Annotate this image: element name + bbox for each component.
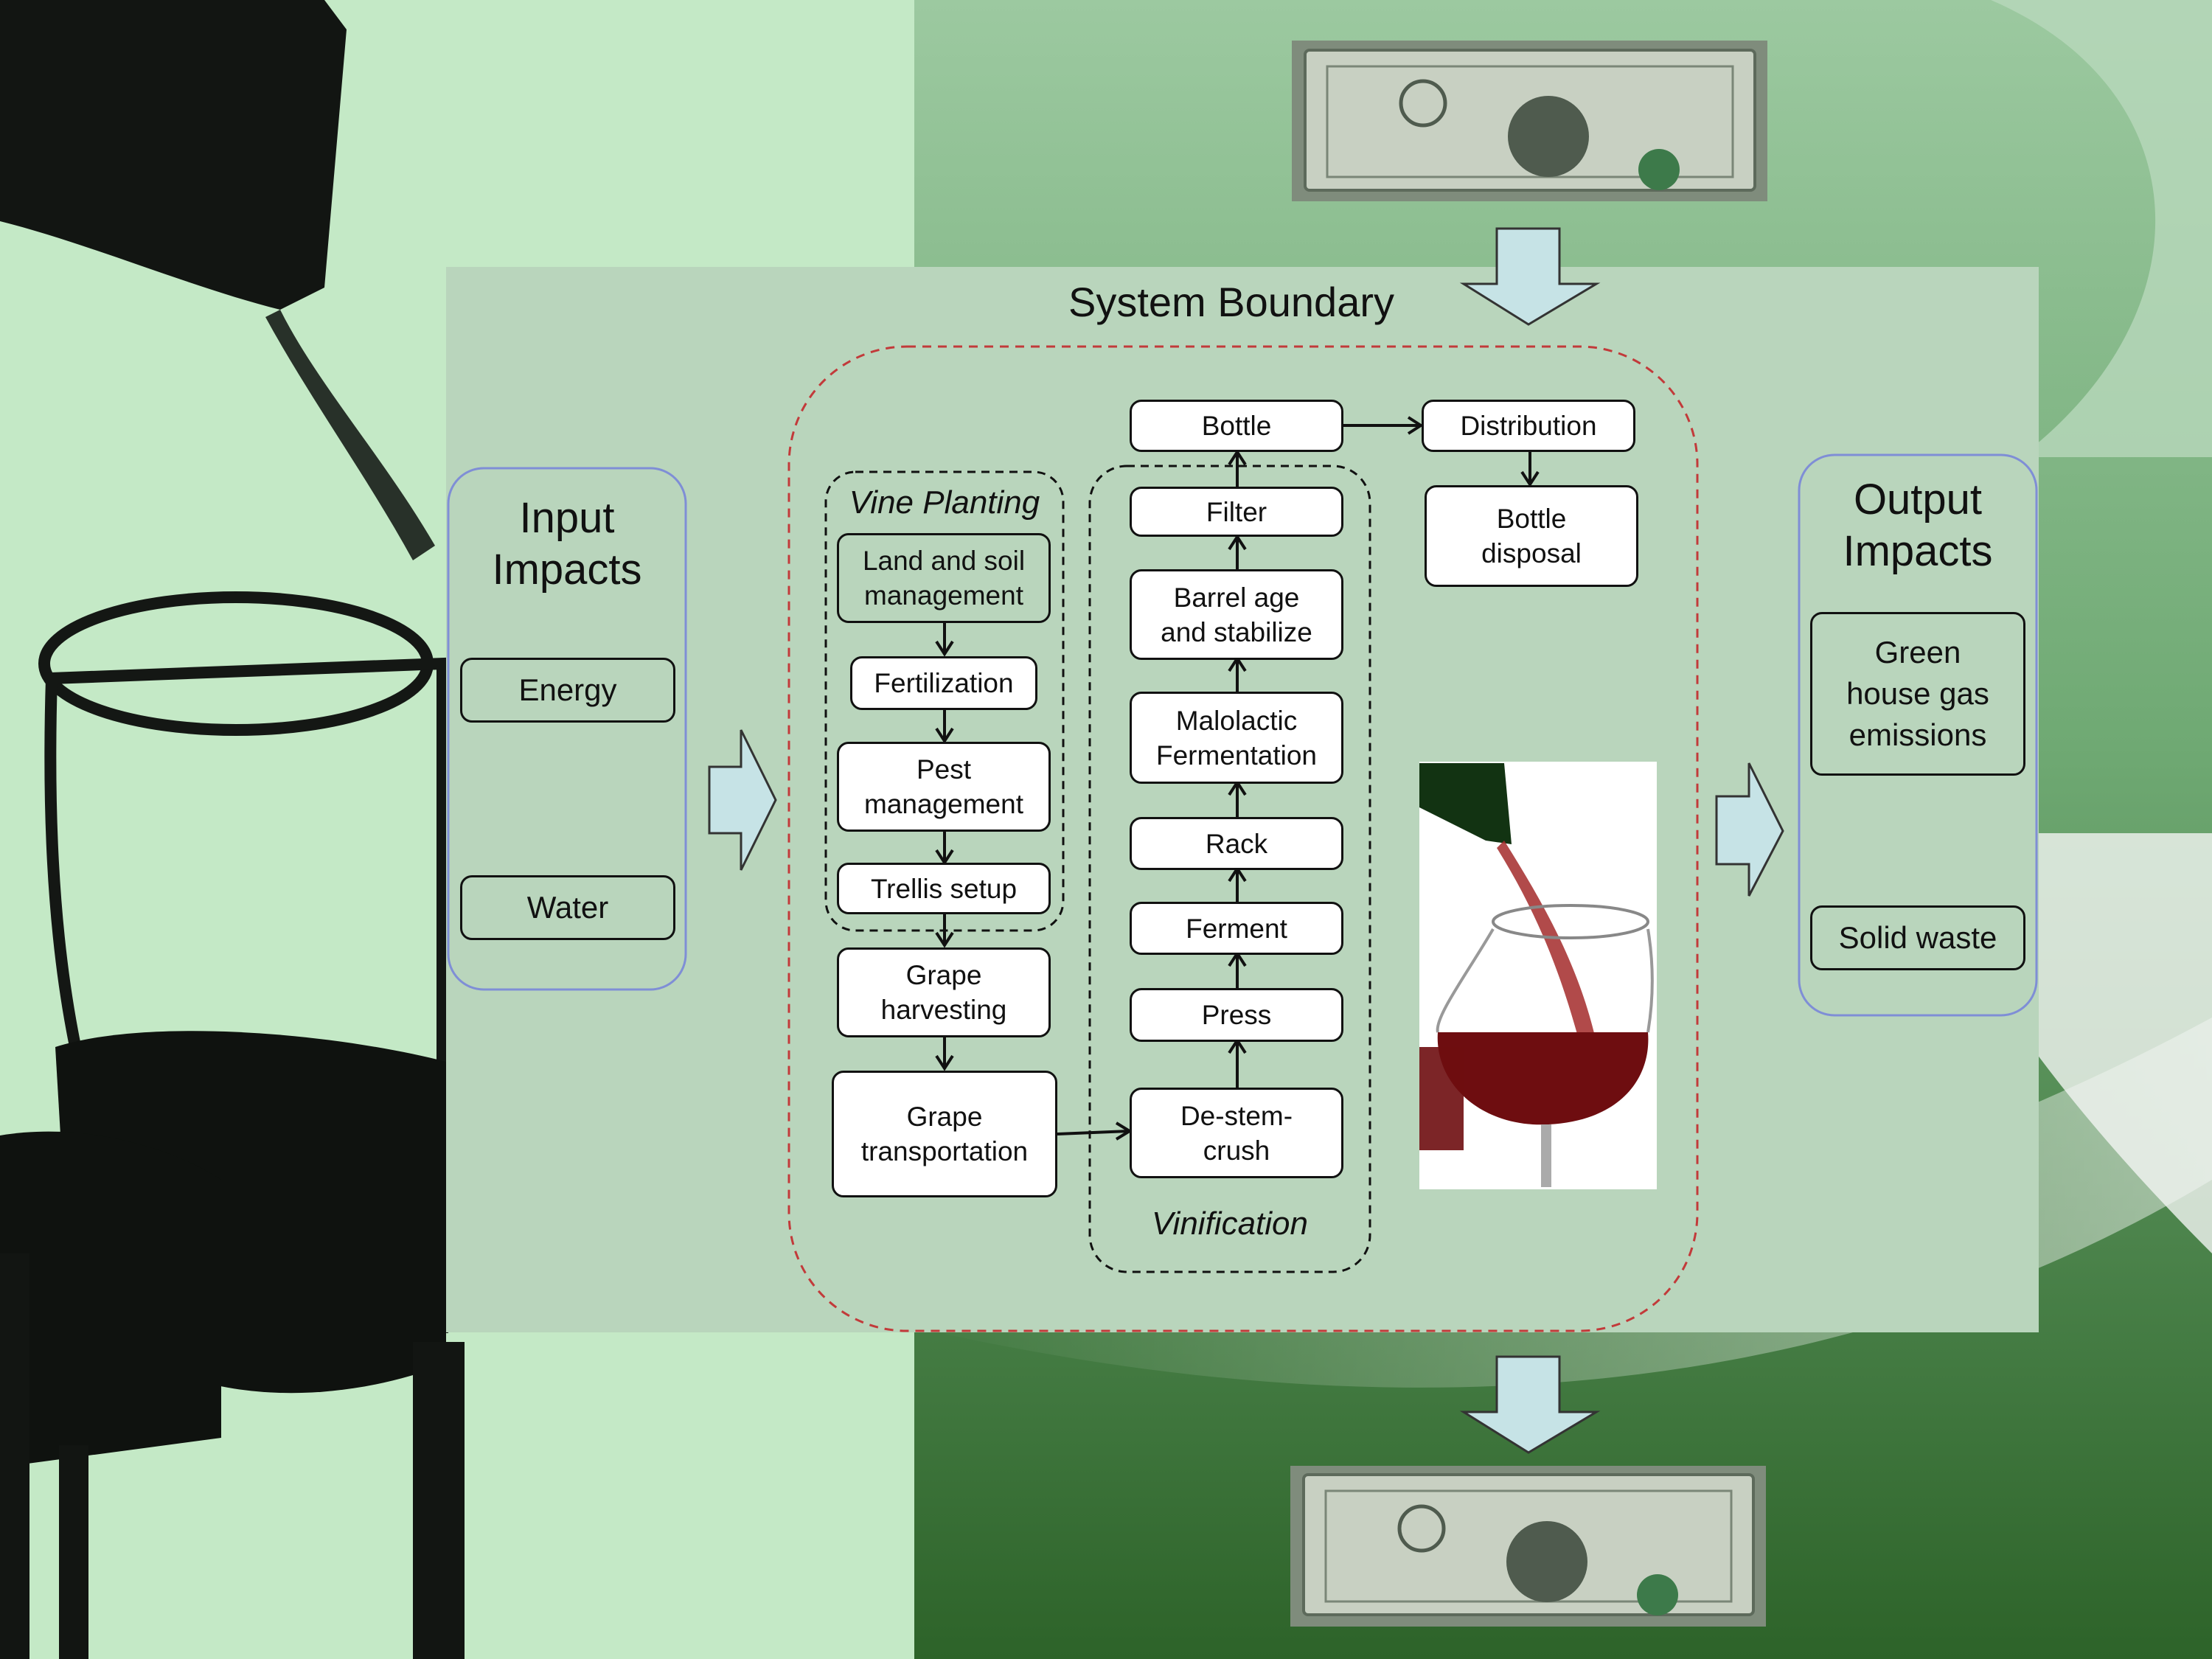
malolactic-l1: Malolactic bbox=[1175, 705, 1298, 736]
transport-l2: transportation bbox=[860, 1136, 1029, 1166]
filter-box: Filter bbox=[1130, 487, 1343, 537]
rack-label: Rack bbox=[1205, 828, 1268, 859]
land-soil-l2: management bbox=[864, 580, 1023, 611]
harvesting-l2: harvesting bbox=[880, 995, 1007, 1025]
top-arrow bbox=[1459, 227, 1601, 326]
input-heading-line2: Impacts bbox=[492, 546, 642, 594]
water-box: Water bbox=[460, 875, 675, 940]
press-box: Press bbox=[1130, 988, 1343, 1042]
destem-l2: crush bbox=[1203, 1135, 1270, 1166]
ghg-line3: emissions bbox=[1848, 717, 1987, 752]
system-boundary-title: System Boundary bbox=[1068, 279, 1394, 325]
wine-glass-photo bbox=[1419, 762, 1657, 1189]
pest-l1: Pest bbox=[916, 754, 972, 785]
water-label: Water bbox=[526, 890, 609, 925]
barrel-l2: and stabilize bbox=[1161, 616, 1312, 647]
bottle-box: Bottle bbox=[1130, 400, 1343, 452]
input-arrow bbox=[708, 729, 777, 871]
malolactic-box: Malolactic Fermentation bbox=[1130, 692, 1343, 784]
ghg-line2: house gas bbox=[1846, 676, 1989, 711]
ghg-emissions-box: Green house gas emissions bbox=[1810, 612, 2025, 776]
land-soil-l1: Land and soil bbox=[862, 546, 1026, 576]
money-image-top bbox=[1292, 41, 1767, 201]
pest-l2: management bbox=[864, 789, 1023, 819]
bottom-arrow bbox=[1459, 1355, 1601, 1454]
bottle-disposal-box: Bottle disposal bbox=[1425, 485, 1638, 587]
rack-box: Rack bbox=[1130, 817, 1343, 870]
distribution-label: Distribution bbox=[1460, 411, 1597, 441]
barrel-age-box: Barrel age and stabilize bbox=[1130, 569, 1343, 660]
trellis-setup-box: Trellis setup bbox=[837, 863, 1051, 914]
press-label: Press bbox=[1201, 1000, 1272, 1030]
energy-box: Energy bbox=[460, 658, 675, 723]
energy-label: Energy bbox=[518, 672, 617, 707]
disposal-l2: disposal bbox=[1481, 538, 1582, 568]
ferment-label: Ferment bbox=[1186, 913, 1287, 944]
solid-waste-box: Solid waste bbox=[1810, 905, 2025, 970]
grape-transportation-box: Grape transportation bbox=[832, 1071, 1057, 1197]
disposal-l1: Bottle bbox=[1496, 504, 1567, 534]
money-image-bottom bbox=[1290, 1466, 1766, 1627]
input-heading-line1: Input bbox=[519, 494, 615, 542]
destem-l1: De-stem- bbox=[1180, 1100, 1293, 1131]
output-heading-line2: Impacts bbox=[1843, 527, 1993, 575]
trellis-label: Trellis setup bbox=[870, 873, 1018, 904]
harvesting-l1: Grape bbox=[905, 960, 982, 990]
fertilization-label: Fertilization bbox=[874, 668, 1014, 698]
vine-planting-label: Vine Planting bbox=[849, 484, 1040, 521]
barrel-l1: Barrel age bbox=[1173, 582, 1300, 613]
filter-label: Filter bbox=[1206, 496, 1267, 527]
malolactic-l2: Fermentation bbox=[1156, 740, 1317, 771]
output-heading-line1: Output bbox=[1853, 476, 1983, 524]
de-stem-crush-box: De-stem- crush bbox=[1130, 1088, 1343, 1178]
grape-harvesting-box: Grape harvesting bbox=[837, 947, 1051, 1037]
land-soil-box: Land and soil management bbox=[837, 533, 1051, 623]
transport-l1: Grape bbox=[906, 1102, 983, 1132]
distribution-box: Distribution bbox=[1422, 400, 1635, 452]
ghg-line1: Green bbox=[1874, 635, 1961, 669]
solid-waste-label: Solid waste bbox=[1838, 920, 1997, 955]
output-arrow bbox=[1715, 762, 1784, 897]
vinification-label: Vinification bbox=[1152, 1206, 1308, 1242]
fertilization-box: Fertilization bbox=[850, 656, 1037, 710]
bottle-label: Bottle bbox=[1201, 411, 1272, 441]
pest-management-box: Pest management bbox=[837, 742, 1051, 832]
ferment-box: Ferment bbox=[1130, 902, 1343, 955]
